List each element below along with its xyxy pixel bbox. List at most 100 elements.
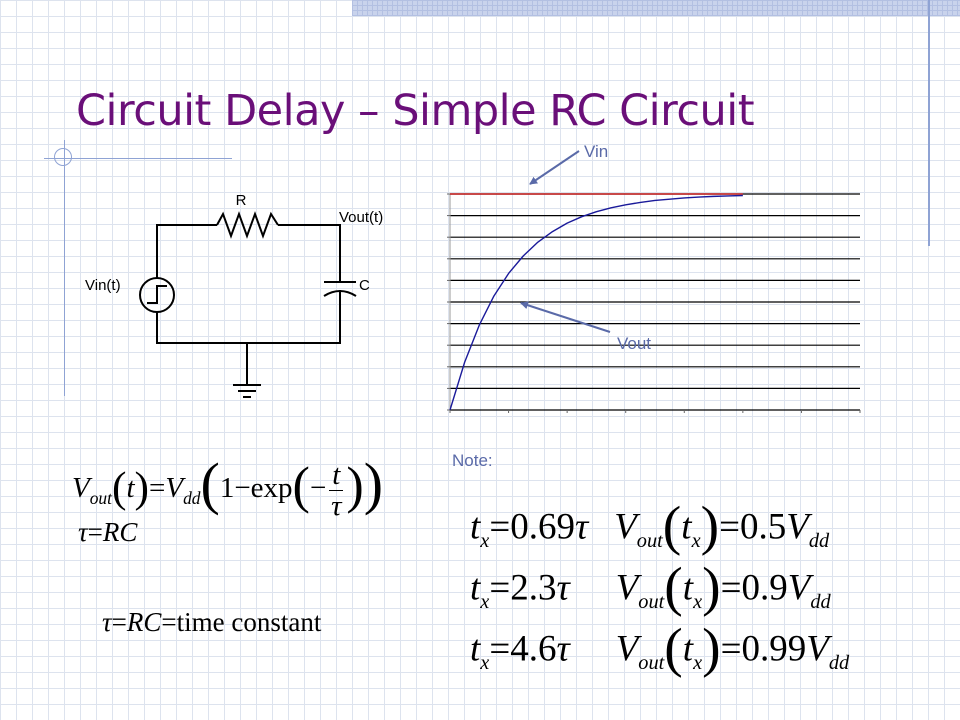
vin-label: Vin(t) <box>85 277 121 294</box>
rc-product: RC <box>126 607 162 637</box>
equals-sign: = <box>489 628 511 670</box>
corner-ring-ornament <box>54 148 72 166</box>
paren: ) <box>702 557 721 618</box>
tau-coefficient: 0.69 <box>510 506 575 548</box>
tau-symbol: τ <box>556 628 570 670</box>
vout-subscript: out <box>638 590 665 613</box>
paren: ( <box>292 456 310 515</box>
tau-symbol: τ <box>574 506 589 548</box>
vdd-subscript: dd <box>808 529 830 552</box>
equals-sign: = <box>720 567 742 609</box>
equals-sign: = <box>719 506 740 548</box>
vout-symbol: V <box>615 567 639 609</box>
top-decorative-band <box>352 0 960 16</box>
equals-sign: = <box>161 607 177 637</box>
resistor-zigzag <box>216 211 279 239</box>
tau-symbol: τ <box>102 607 112 637</box>
fraction-denominator: τ <box>331 490 342 523</box>
vdd-symbol: V <box>806 628 829 670</box>
vdd-subscript: dd <box>828 651 850 674</box>
equals-sign: = <box>489 567 511 609</box>
paren: ) <box>702 618 721 679</box>
vout-pointer-arrow <box>520 301 611 333</box>
tx-arg-subscript: x <box>693 651 703 674</box>
tx-arg: t <box>681 506 692 548</box>
tx-symbol: t <box>470 506 481 548</box>
step-response-plot <box>447 193 861 413</box>
vin-pointer-arrow <box>529 150 580 185</box>
right-decorative-rule <box>928 0 930 246</box>
vdd-fraction: 0.9 <box>741 567 788 609</box>
tx-arg-subscript: x <box>691 529 701 552</box>
step-input-symbol <box>147 285 167 304</box>
slide-title: Circuit Delay – Simple RC Circuit <box>76 86 755 136</box>
tx-arg: t <box>682 628 694 670</box>
vout-subscript: out <box>638 651 665 674</box>
paren: ) <box>700 496 720 557</box>
right-bottom-wire <box>156 290 341 344</box>
tau-coefficient: 2.3 <box>510 567 557 609</box>
equals-sign: = <box>720 628 742 670</box>
rc-circuit-diagram: R Vout(t) Vin(t) C <box>85 192 383 398</box>
tx-symbol: t <box>470 628 481 670</box>
tau-coefficient: 4.6 <box>510 628 557 670</box>
vout-annotation-label: Vout <box>617 334 652 353</box>
resistor-label: R <box>236 192 247 209</box>
vdd-symbol: V <box>786 506 809 548</box>
time-constant-equation: τ=RC=time constant <box>102 607 321 638</box>
vout-subscript: out <box>636 529 663 552</box>
one-digit: 1 <box>219 472 235 505</box>
paren: ( <box>200 451 220 516</box>
vdd-subscript: dd <box>810 590 831 613</box>
vdd-symbol: V <box>787 567 811 609</box>
note-label: Note: <box>452 451 493 470</box>
title-underline-rule <box>44 158 232 159</box>
paren: ) <box>363 451 384 516</box>
vin-annotation-label: Vin <box>584 142 609 161</box>
voltage-source-circle <box>139 277 175 313</box>
paren: ) <box>134 463 150 512</box>
top-left-wire <box>156 224 217 278</box>
tau-symbol: τ <box>556 567 570 609</box>
paren: ( <box>664 618 683 679</box>
paren: ( <box>111 463 127 512</box>
vdd-fraction: 0.99 <box>741 628 807 670</box>
left-vertical-rule <box>64 140 65 396</box>
paren: ) <box>346 456 364 515</box>
minus-sign: − <box>234 472 251 505</box>
tau-definition: τ=RC <box>78 517 137 548</box>
vout-symbol: V <box>615 628 639 670</box>
vout-subscript: out <box>89 488 112 508</box>
vout-label: Vout(t) <box>339 209 383 226</box>
paren: ( <box>664 557 683 618</box>
exp-function: exp <box>250 472 293 505</box>
series-line-vout <box>449 194 743 411</box>
fraction-numerator: t <box>332 458 341 491</box>
tx-subscript: x <box>480 529 490 552</box>
tx-subscript: x <box>480 651 490 674</box>
time-constant-text: time constant <box>176 607 322 637</box>
tx-symbol: t <box>470 567 481 609</box>
vdd-fraction: 0.5 <box>739 506 787 548</box>
tx-subscript: x <box>480 590 490 613</box>
tau-symbol: τ <box>78 517 88 547</box>
top-right-wire <box>278 224 341 282</box>
paren: ( <box>662 496 682 557</box>
equals-sign: = <box>87 517 103 547</box>
vout-symbol: V <box>614 506 637 548</box>
minus-sign: − <box>309 472 327 505</box>
capacitor-label: C <box>359 277 370 294</box>
equals-sign: = <box>149 472 166 505</box>
equals-sign: = <box>111 607 127 637</box>
vout-symbol: V <box>72 472 90 505</box>
time-arg: t <box>126 472 135 505</box>
equals-sign: = <box>489 506 511 548</box>
vdd-symbol: V <box>165 472 184 505</box>
tx-arg: t <box>682 567 694 609</box>
